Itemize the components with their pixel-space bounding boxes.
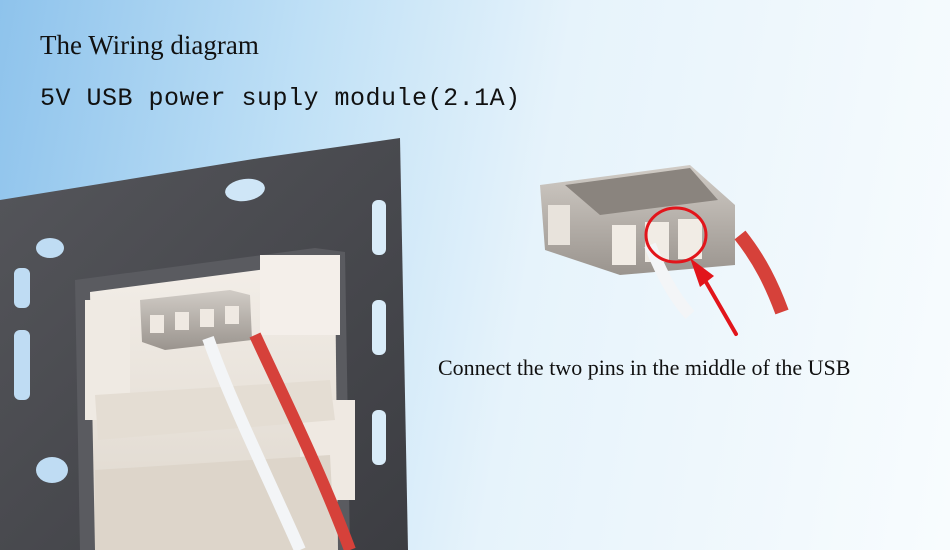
white-wire (202, 335, 306, 550)
red-wire (249, 332, 356, 550)
pointer-arrow (690, 258, 738, 336)
page-subtitle: 5V USB power suply module(2.1A) (40, 84, 521, 113)
highlight-circle (644, 206, 708, 264)
red-wire-closeup (734, 230, 789, 315)
usb-module-small (140, 290, 252, 350)
instruction-caption: Connect the two pins in the middle of th… (438, 355, 851, 380)
page-title: The Wiring diagram (40, 30, 259, 60)
usb-module-closeup (540, 165, 735, 275)
